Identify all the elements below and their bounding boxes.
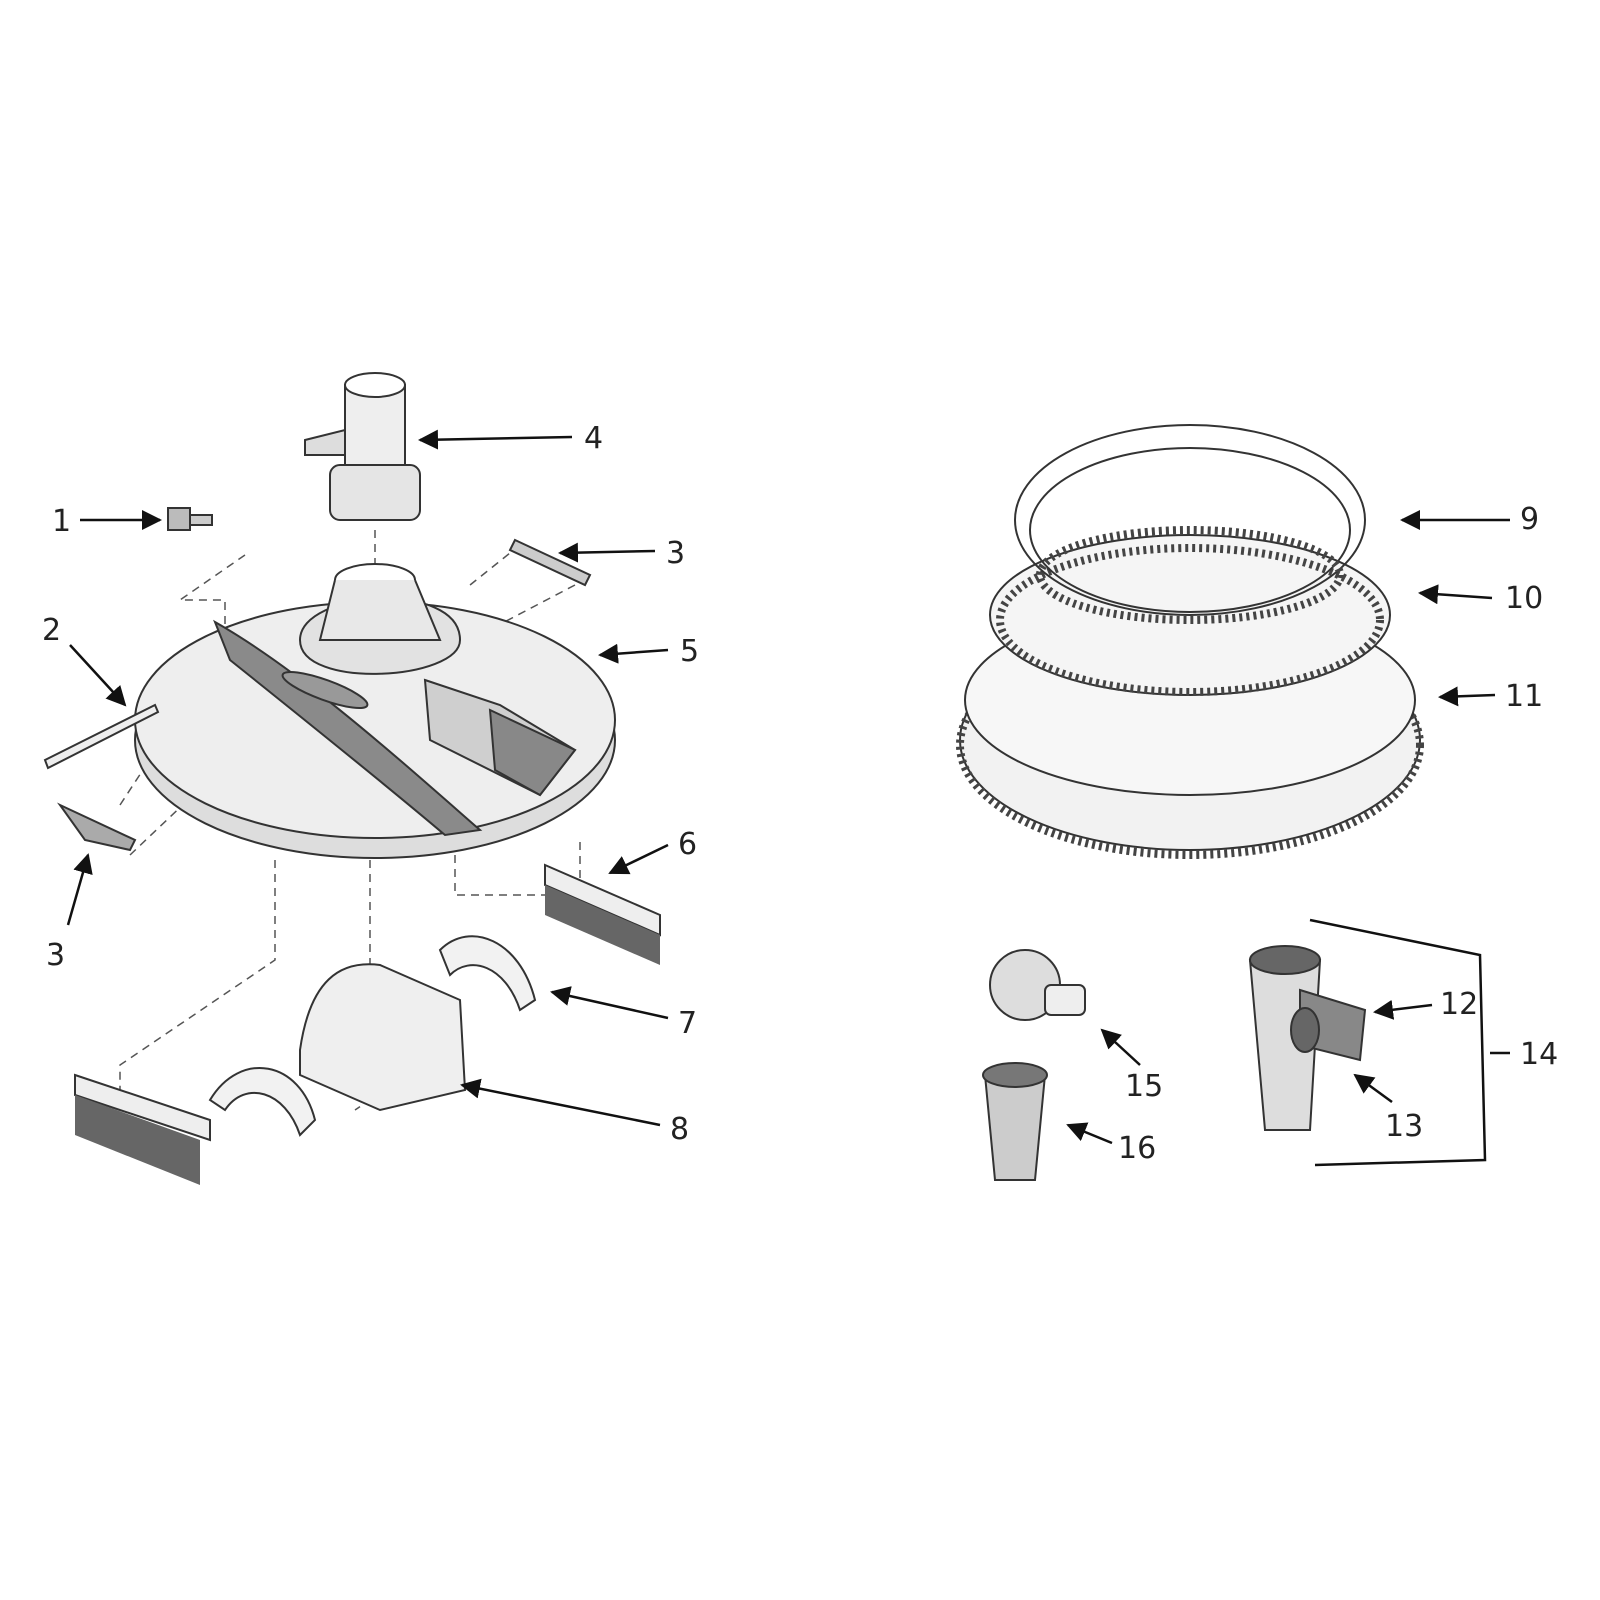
part-5-main-body-disc — [134, 563, 616, 859]
part-1-pin — [167, 507, 213, 531]
part-3-upper-clip — [508, 538, 592, 587]
callout-16: 16 — [1118, 1131, 1156, 1166]
part-3-lower-clip — [56, 802, 137, 852]
part-14-bracket — [1309, 918, 1510, 1167]
callout-5: 5 — [680, 634, 699, 669]
part-2-axle-rod — [43, 703, 160, 770]
part-8-drive-housing — [299, 963, 467, 1112]
part-6-brush — [544, 863, 661, 965]
callout-3-upper: 3 — [666, 536, 685, 571]
callout-10: 10 — [1505, 581, 1543, 616]
part-15-ball-valve — [989, 949, 1086, 1021]
callout-6: 6 — [678, 827, 697, 862]
callout-arrows — [66, 429, 1510, 1145]
part-9-top-ring — [1014, 424, 1366, 624]
part-4-swivel-nozzle — [304, 372, 421, 521]
callout-12: 12 — [1440, 987, 1478, 1022]
callout-3-lower: 3 — [46, 938, 65, 973]
callout-4: 4 — [584, 421, 603, 456]
part-7-bearing-halves — [208, 935, 537, 1137]
callout-13: 13 — [1385, 1109, 1423, 1144]
callout-2: 2 — [42, 613, 61, 648]
callout-9: 9 — [1520, 502, 1539, 537]
callout-11: 11 — [1505, 679, 1543, 714]
part-12-13-valve-assembly — [1248, 945, 1367, 1131]
part-6-brush-lower — [74, 1073, 211, 1185]
callout-labels: 1 2 3 3 4 5 6 7 8 9 10 11 12 13 14 15 16 — [42, 421, 1558, 1166]
callout-15: 15 — [1125, 1069, 1163, 1104]
callout-1: 1 — [52, 504, 71, 539]
callout-14: 14 — [1520, 1037, 1558, 1072]
part-16-cup-insert — [982, 1062, 1048, 1181]
callout-8: 8 — [670, 1112, 689, 1147]
callout-7: 7 — [678, 1006, 697, 1041]
